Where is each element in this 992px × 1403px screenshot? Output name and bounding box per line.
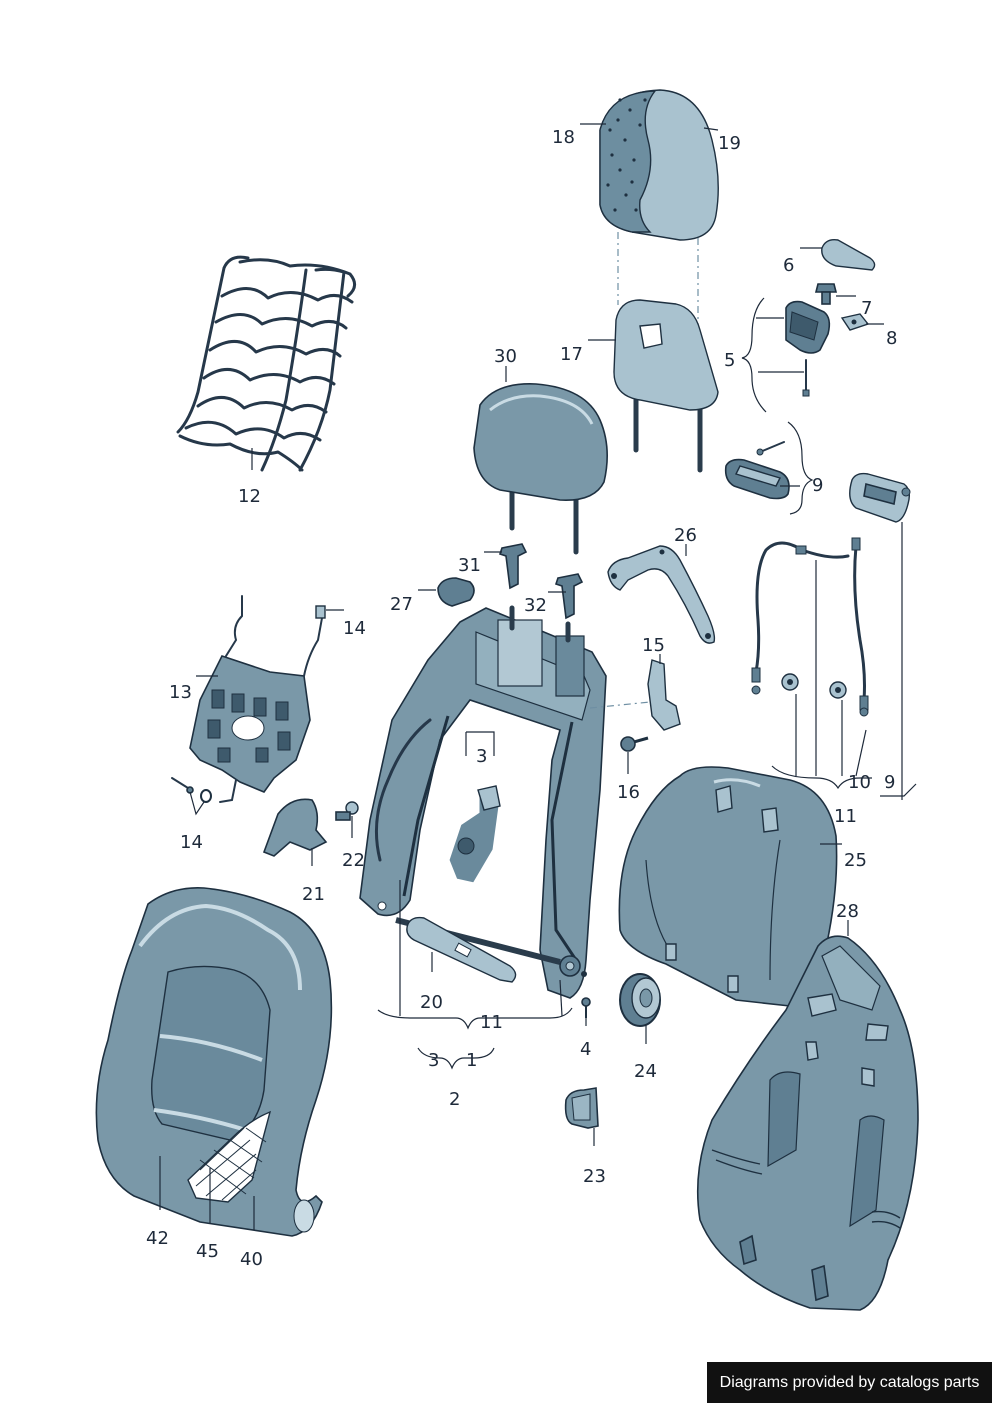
backrest-frame (359, 605, 607, 999)
callout-21: 21 (302, 884, 325, 905)
callout-10: 10 (848, 772, 871, 793)
callout-32: 32 (524, 595, 547, 616)
callout-22: 22 (342, 850, 365, 871)
callout-3-top: 3 (476, 746, 487, 767)
release-clip (437, 577, 475, 607)
callout-13: 13 (169, 682, 192, 703)
fastener-22 (335, 801, 359, 821)
callout-20: 20 (420, 992, 443, 1013)
screw-16 (620, 736, 649, 752)
callout-8: 8 (886, 328, 897, 349)
backrest-pad (618, 766, 838, 1007)
cross-tube (406, 916, 517, 983)
adjuster-knob (619, 973, 661, 1027)
spring-mat (176, 255, 356, 472)
backrest-cover (95, 887, 333, 1237)
cover-cap (821, 238, 876, 271)
callout-28: 28 (836, 901, 859, 922)
mounting-plate (589, 659, 681, 731)
callout-31: 31 (458, 555, 481, 576)
callout-19: 19 (718, 133, 741, 154)
callout-30: 30 (494, 346, 517, 367)
callout-16: 16 (617, 782, 640, 803)
screw (814, 283, 838, 305)
callout-18: 18 (552, 127, 575, 148)
callout-40: 40 (240, 1249, 263, 1270)
callout-11-right: 11 (834, 806, 857, 827)
callout-23: 23 (583, 1166, 606, 1187)
callout-27: 27 (390, 594, 413, 615)
callout-14-top: 14 (343, 618, 366, 639)
callout-9-top: 9 (812, 475, 823, 496)
callout-24: 24 (634, 1061, 657, 1082)
callout-2: 2 (449, 1089, 460, 1110)
callout-11-bottom: 11 (480, 1012, 503, 1033)
callout-25: 25 (844, 850, 867, 871)
headrest-core (613, 299, 719, 473)
callout-7: 7 (861, 298, 872, 319)
rear-trim-panel (696, 935, 919, 1311)
headrest-guide-left (498, 543, 528, 590)
callout-14-bottom: 14 (180, 832, 203, 853)
clip-14-top (315, 605, 326, 619)
lock-mechanism (785, 300, 831, 397)
lumbar-adjuster-unit (724, 441, 790, 500)
trim-cap (564, 1087, 599, 1129)
callout-15: 15 (642, 635, 665, 656)
screw-4 (581, 997, 591, 1018)
side-bracket (607, 545, 716, 644)
side-cover (262, 798, 328, 857)
bowden-cables (751, 537, 869, 717)
clip-14-bottom (171, 777, 212, 803)
callout-17: 17 (560, 344, 583, 365)
recliner-motor (446, 784, 502, 886)
callout-3-bottom: 3 (428, 1050, 439, 1071)
callout-1: 1 (466, 1050, 477, 1071)
headrest-guide-right (554, 573, 584, 620)
headrest (473, 383, 608, 555)
callout-4: 4 (580, 1039, 591, 1060)
headrest-cover (599, 89, 719, 241)
callout-45: 45 (196, 1241, 219, 1262)
callout-9-bottom: 9 (884, 772, 895, 793)
callout-12: 12 (238, 486, 261, 507)
callout-42: 42 (146, 1228, 169, 1249)
callout-5: 5 (724, 350, 735, 371)
lumbar-support-plate (189, 595, 323, 803)
lumbar-motor (849, 472, 911, 523)
callout-26: 26 (674, 525, 697, 546)
callout-6: 6 (783, 255, 794, 276)
attribution-footer: Diagrams provided by catalogs parts (707, 1362, 992, 1403)
